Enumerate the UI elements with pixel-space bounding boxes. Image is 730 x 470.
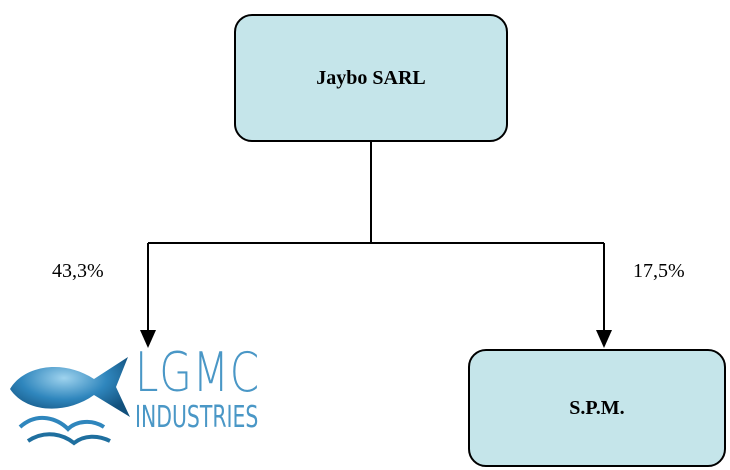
logo-line-2: INDUSTRIES bbox=[135, 400, 259, 435]
lgmc-industries-logo: LGMC INDUSTRIES bbox=[6, 343, 296, 448]
arrowhead-left bbox=[140, 330, 156, 348]
spm-box: S.P.M. bbox=[468, 349, 726, 467]
fish-wave-icon bbox=[10, 357, 130, 446]
parent-company-label: Jaybo SARL bbox=[316, 66, 426, 89]
share-label-right: 17,5% bbox=[633, 260, 685, 282]
arrowhead-right bbox=[596, 330, 612, 348]
spm-label: S.P.M. bbox=[569, 396, 625, 419]
parent-company-box: Jaybo SARL bbox=[234, 14, 508, 142]
share-label-left: 43,3% bbox=[52, 260, 104, 282]
logo-line-1: LGMC bbox=[135, 341, 260, 404]
